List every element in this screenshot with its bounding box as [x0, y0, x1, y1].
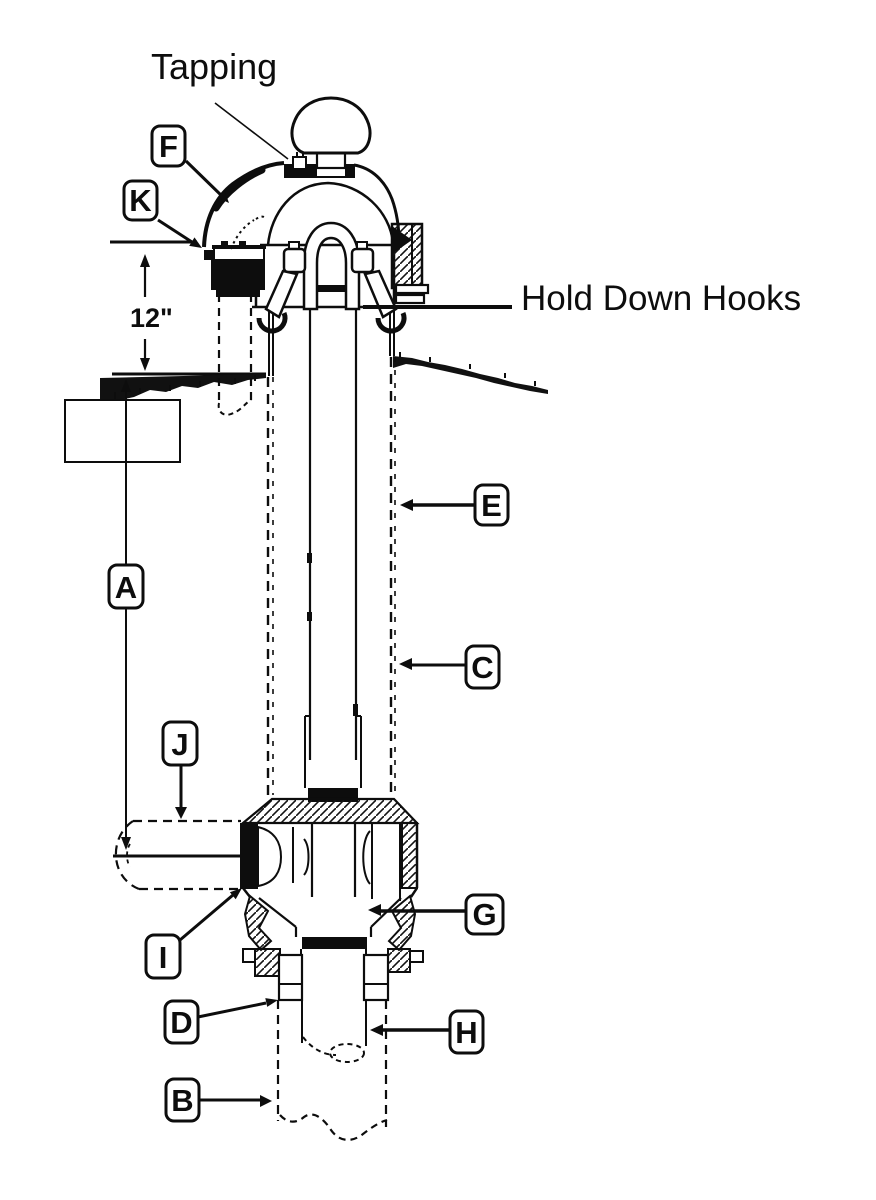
- cap-seat-right: [345, 164, 355, 177]
- dimension-line-a: [64, 379, 181, 850]
- standpipe-collar: [304, 715, 362, 788]
- label-g-letter: G: [472, 897, 496, 932]
- pipe-break-wave: [279, 1113, 388, 1141]
- standpipe-top-band: [308, 285, 358, 292]
- nozzle-bolt-upper: [394, 283, 430, 295]
- barrel-outer: [266, 307, 396, 798]
- label-h-letter: H: [455, 1015, 477, 1050]
- label-c-letter: C: [471, 650, 493, 685]
- hold-down-hooks-assembly: [256, 221, 407, 334]
- tapping-text: Tapping: [151, 46, 277, 87]
- grass-left: [100, 374, 266, 408]
- hook-curl-right: [375, 312, 407, 334]
- pipe-end-ellipse: [329, 1043, 365, 1063]
- hook-curl-left: [256, 312, 288, 334]
- grass-right: [393, 356, 548, 394]
- part-label-e: E: [400, 483, 510, 527]
- part-label-a: A: [107, 563, 145, 610]
- part-label-b: B: [164, 1077, 272, 1123]
- part-label-g: G: [368, 893, 505, 936]
- tapping-leader: [214, 102, 289, 160]
- inlet-gasket: [240, 823, 258, 889]
- chain-squiggle: [230, 215, 265, 250]
- valve-rubber-band: [302, 937, 367, 949]
- label-b-letter: B: [171, 1083, 193, 1118]
- label-d-letter: D: [170, 1005, 192, 1040]
- shoe-flange-right: [387, 948, 411, 973]
- lower-standpipe: [276, 953, 390, 1141]
- dimension-12in: 12": [110, 240, 197, 371]
- part-label-f: F: [150, 124, 229, 203]
- standpipe-inner: [304, 285, 362, 802]
- shoe-flange-left: [254, 948, 281, 977]
- label-f-letter: F: [159, 129, 178, 164]
- label-k-letter: K: [129, 183, 152, 218]
- hook-bail: [302, 221, 361, 311]
- label-i-letter: I: [159, 940, 168, 975]
- tapping-lug: [292, 156, 307, 170]
- hook-clevis-left: [282, 247, 307, 274]
- grass-right-blades: [399, 352, 536, 386]
- hold-down-hooks-text: Hold Down Hooks: [521, 279, 801, 318]
- ground-surface: [100, 352, 548, 408]
- valve-seat-left: [257, 825, 283, 888]
- valve-seat-right: [362, 830, 371, 885]
- shoe-funnel-left: [243, 894, 273, 952]
- label-j-letter: J: [171, 727, 188, 762]
- nozzle-bolt-lower: [394, 293, 426, 305]
- grass-left-blades: [114, 375, 256, 399]
- part-label-c: C: [399, 644, 501, 690]
- coupling-right: [362, 953, 390, 1002]
- callout-tapping: Tapping: [151, 46, 289, 160]
- callout-hold-down-hooks: Hold Down Hooks: [363, 279, 801, 318]
- operating-nut: [290, 96, 372, 155]
- operating-nut-assembly: [284, 96, 372, 178]
- label-a-letter: A: [115, 570, 137, 605]
- hook-arm-left: [264, 269, 299, 319]
- inlet-pipe-dashed: [113, 819, 241, 891]
- nozzle-cap-right: [390, 222, 430, 305]
- bonnet-weather-cap: [212, 166, 266, 212]
- valve-spool: [310, 823, 357, 897]
- bonnet-inner-dome: [266, 181, 395, 246]
- drain-neck: [258, 897, 402, 937]
- shoe-assembly: [239, 797, 424, 977]
- shoe-funnel-right: [387, 894, 417, 952]
- hook-clevis-right: [350, 247, 375, 274]
- buried-sleeve-dashed: [217, 280, 253, 416]
- ground-flange-left: [204, 215, 266, 297]
- reference-box: [64, 399, 181, 463]
- part-label-d: D: [163, 998, 278, 1045]
- coupling-left: [277, 953, 304, 1002]
- part-label-i: I: [144, 888, 242, 980]
- part-label-h: H: [370, 1009, 485, 1055]
- part-label-k: K: [122, 179, 202, 248]
- depth-dimension-text: 12": [130, 303, 173, 333]
- part-label-j: J: [161, 720, 199, 819]
- label-e-letter: E: [481, 488, 502, 523]
